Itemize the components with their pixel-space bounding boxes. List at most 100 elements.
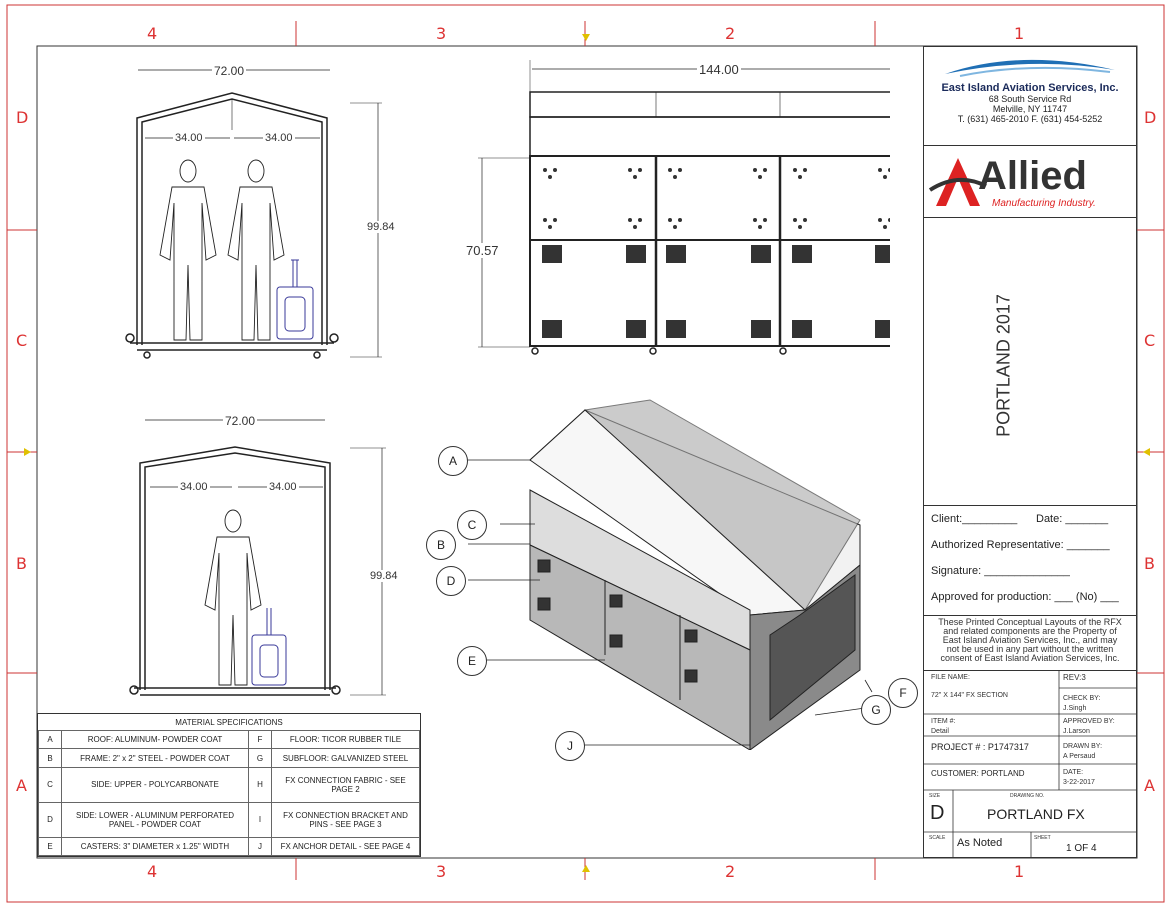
size-label: SIZE [929,793,941,799]
material-description: CASTERS: 3" DIAMETER x 1.25" WIDTH [61,836,249,857]
callout-D: D [436,566,466,596]
file-name-value: 72" X 144" FX SECTION [931,692,1008,699]
approved-by-label: APPROVED BY: [1063,718,1115,725]
title-block-grid [923,670,1137,858]
disclaimer-text: These Printed Conceptual Layouts of the … [938,617,1122,663]
company-phone: T. (631) 465-2010 F. (631) 454-5252 [957,114,1103,124]
table-row: A ROOF: ALUMINUM- POWDER COAT F FLOOR: T… [38,729,421,750]
zone-label-left-D: D [16,108,29,127]
drawn-by-value: A Persaud [1063,753,1096,760]
title-block [923,46,1137,858]
front-height-dimension: 99.84 [365,221,397,233]
zone-label-right-C: C [1144,331,1156,350]
revision-value: REV:3 [1063,673,1086,682]
side-width-dimension: 144.00 [697,62,741,77]
divider [923,145,1137,146]
allied-a-mark-icon [928,158,987,206]
check-by-label: CHECK BY: [1063,695,1101,702]
material-description: FX ANCHOR DETAIL - SEE PAGE 4 [270,836,421,857]
allied-logo-name: Allied [978,154,1087,198]
zone-label-top-2: 2 [725,24,736,43]
authorized-representative-field[interactable]: Authorized Representative: _______ [931,539,1110,551]
company-name: East Island Aviation Services, Inc. [941,82,1119,94]
sheet-label: SHEET [1034,835,1051,841]
callout-A: A [438,446,468,476]
zone-label-left-A: A [16,776,27,795]
divider [923,615,1137,616]
material-letter: J [247,836,272,857]
section-half-left-dimension: 34.00 [178,481,210,493]
material-letter: F [247,729,272,750]
company-address-2: Melville, NY 11747 [992,104,1068,114]
zone-label-right-A: A [1144,776,1155,795]
front-elevation-view [125,69,382,359]
approved-by-value: J.Larson [1063,728,1090,735]
date-field[interactable]: Date: _______ [1036,513,1109,525]
zone-label-top-1: 1 [1014,24,1025,43]
item-number-value: Detail [931,728,949,735]
material-letter: C [38,766,62,803]
section-view [129,419,386,696]
divider [923,217,1137,218]
customer-name: CUSTOMER: PORTLAND [931,769,1025,778]
material-description: FX CONNECTION BRACKET AND PINS - SEE PAG… [270,801,421,838]
divider [923,670,1137,671]
callout-F: F [888,678,918,708]
table-row: B FRAME: 2" x 2" STEEL - POWDER COAT G S… [38,748,421,768]
material-description: FRAME: 2" x 2" STEEL - POWDER COAT [61,748,249,768]
table-row: E CASTERS: 3" DIAMETER x 1.25" WIDTH J F… [38,836,421,857]
material-letter: I [247,801,272,838]
drawing-number-value: PORTLAND FX [987,806,1085,822]
date-value: 3-22-2017 [1063,779,1095,786]
zone-label-right-B: B [1144,554,1155,573]
approved-for-production-field[interactable]: Approved for production: ___ (No) ___ [931,591,1119,603]
material-description: SUBFLOOR: GALVANIZED STEEL [270,748,421,768]
isometric-view [466,399,873,750]
company-swoosh-logo [945,59,1115,77]
project-number: PROJECT # : P1747317 [931,742,1029,752]
zone-label-top-3: 3 [436,24,447,43]
material-specifications-table: MATERIAL SPECIFICATIONS A ROOF: ALUMINUM… [37,713,421,857]
front-width-dimension: 72.00 [212,64,247,78]
zone-label-right-D: D [1144,108,1157,127]
allied-logo-tagline: Manufacturing Industry. [992,198,1096,209]
material-description: FX CONNECTION FABRIC - SEE PAGE 2 [270,766,421,803]
front-half-left-dimension: 34.00 [173,132,205,144]
section-half-right-dimension: 34.00 [267,481,299,493]
signature-field[interactable]: Signature: ______________ [931,565,1070,577]
project-title-vertical: PORTLAND 2017 [993,294,1014,437]
callout-J: J [555,731,585,761]
table-row: C SIDE: UPPER - POLYCARBONATE H FX CONNE… [38,766,421,803]
material-description: ROOF: ALUMINUM- POWDER COAT [61,729,249,750]
material-letter: E [38,836,62,857]
front-half-right-dimension: 34.00 [263,132,295,144]
material-letter: A [38,729,62,750]
company-address-1: 68 South Service Rd [988,94,1072,104]
callout-E: E [457,646,487,676]
check-by-value: J.Singh [1063,705,1087,712]
material-description: FLOOR: TICOR RUBBER TILE [270,729,421,750]
zone-label-top-4: 4 [147,24,158,43]
section-height-dimension: 99.84 [368,570,400,582]
drawing-number-label: DRAWING NO. [1010,793,1045,799]
material-description: SIDE: LOWER - ALUMINUM PERFORATED PANEL … [61,801,249,838]
callout-G: G [861,695,891,725]
side-elevation-view [478,60,890,355]
zone-label-left-B: B [16,554,27,573]
material-letter: D [38,801,62,838]
zone-label-bottom-4: 4 [147,862,158,881]
scale-label: SCALE [929,835,946,841]
material-letter: B [38,748,62,768]
item-number-label: ITEM #: [931,718,956,725]
divider [923,505,1137,506]
callout-B: B [426,530,456,560]
material-letter: H [247,766,272,803]
callout-C: C [457,510,487,540]
section-width-dimension: 72.00 [223,414,258,428]
client-field[interactable]: Client:_________ [931,513,1018,525]
sheet-value: 1 OF 4 [1066,843,1097,854]
zone-label-bottom-1: 1 [1014,862,1025,881]
size-value: D [930,802,945,824]
allied-logo: Allied Manufacturing Industry. [928,150,1132,216]
